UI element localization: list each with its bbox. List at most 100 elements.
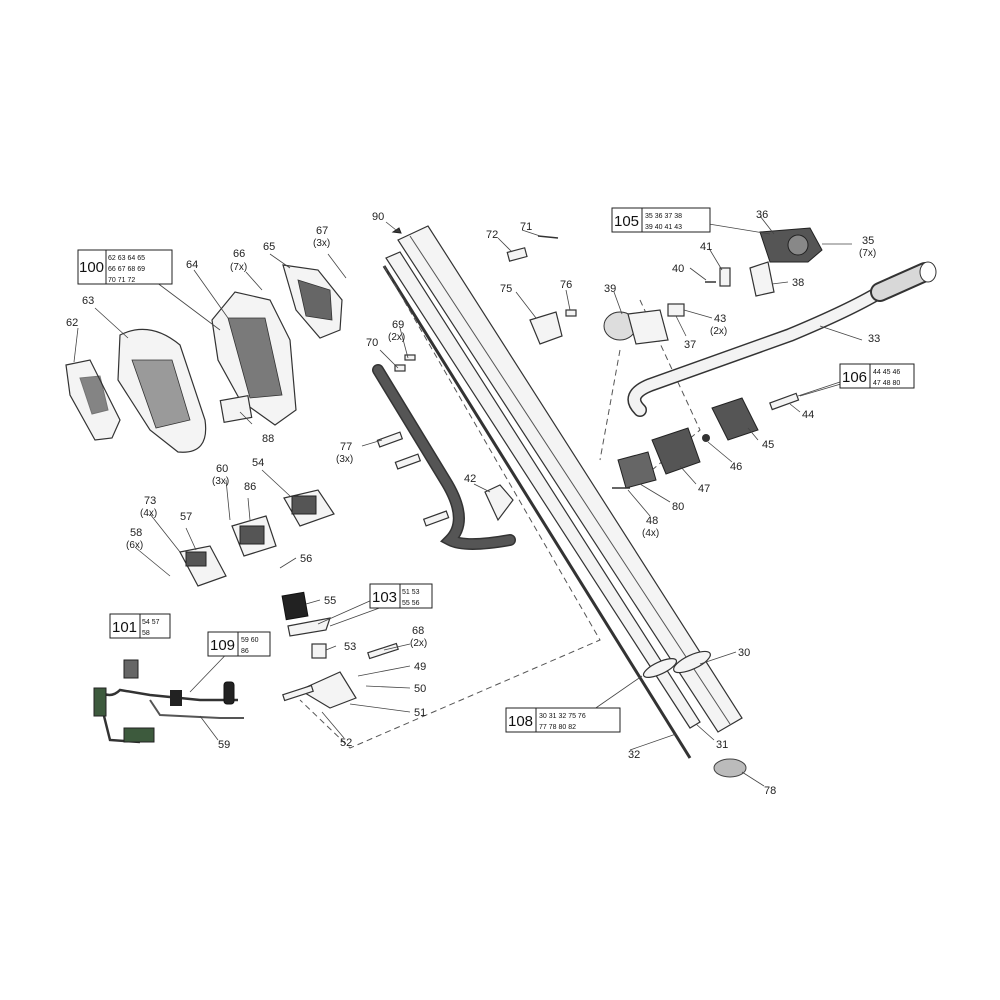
- callout-57: 57: [180, 511, 192, 523]
- callout-53: 53: [344, 641, 356, 653]
- drive-cable: [382, 265, 692, 759]
- callout-58: 58: [130, 527, 142, 539]
- callout-32: 32: [628, 749, 640, 761]
- kit-105-parts-row1: 35 36 37 38: [645, 213, 682, 220]
- shaft-tube: [397, 225, 743, 733]
- wire-harness: [93, 659, 244, 744]
- callout-67: 67: [316, 225, 328, 237]
- kit-108-parts-row1: 30 31 32 75 76: [539, 713, 586, 720]
- callout-60: 60: [216, 463, 228, 475]
- callout-69-qty: (2x): [388, 332, 405, 343]
- callout-63: 63: [82, 295, 94, 307]
- screws: [376, 354, 450, 527]
- main-handle: [627, 261, 937, 417]
- kit-109-parts-row1: 59 60: [241, 637, 259, 644]
- callout-43: 43: [714, 313, 726, 325]
- callout-58-qty: (6x): [126, 540, 143, 551]
- callout-71: 71: [520, 221, 532, 233]
- callout-59: 59: [218, 739, 230, 751]
- callout-68-qty: (2x): [410, 638, 427, 649]
- callout-65: 65: [263, 241, 275, 253]
- callout-72: 72: [486, 229, 498, 241]
- callout-48-qty: (4x): [642, 528, 659, 539]
- callout-67-qty: (3x): [313, 238, 330, 249]
- callout-70: 70: [366, 337, 378, 349]
- callout-90: 90: [372, 211, 384, 223]
- kit-106-parts-row2: 47 48 80: [873, 380, 900, 387]
- callout-44: 44: [802, 409, 814, 421]
- kit-box-109: 109 59 60 86: [207, 631, 271, 657]
- kit-box-101: 101 54 57 58: [109, 613, 171, 639]
- callout-77-qty: (3x): [336, 454, 353, 465]
- callout-73-qty: (4x): [140, 508, 157, 519]
- kit-100-parts-row1: 62 63 64 65: [108, 255, 145, 262]
- callout-69: 69: [392, 319, 404, 331]
- callout-35-qty: (7x): [859, 248, 876, 259]
- kit-103-number: 103: [372, 589, 397, 606]
- handle-clamp: [484, 484, 514, 522]
- kit-box-108: 108 30 31 32 75 76 77 78 80 82: [505, 707, 621, 733]
- kit-106-number: 106: [842, 369, 867, 386]
- kit-box-103: 103 51 53 55 56: [369, 583, 433, 609]
- inner-shaft: [385, 251, 701, 729]
- callout-73: 73: [144, 495, 156, 507]
- callout-48: 48: [646, 515, 658, 527]
- callout-60-qty: (3x): [212, 476, 229, 487]
- washer: [713, 758, 747, 778]
- kit-101-parts-row2: 58: [142, 630, 150, 637]
- callout-37: 37: [684, 339, 696, 351]
- callout-75: 75: [500, 283, 512, 295]
- callout-78: 78: [764, 785, 776, 797]
- kit-106-parts-row1: 44 45 46: [873, 369, 900, 376]
- callout-76: 76: [560, 279, 572, 291]
- kit-103-parts-row1: 51 53: [402, 589, 420, 596]
- callout-56: 56: [300, 553, 312, 565]
- motor-housing: [65, 264, 343, 453]
- callout-36: 36: [756, 209, 768, 221]
- trigger-assembly: [749, 227, 823, 297]
- callout-50: 50: [414, 683, 426, 695]
- handle-clamp-39: [603, 309, 669, 345]
- callout-49: 49: [414, 661, 426, 673]
- kit-108-number: 108: [508, 713, 533, 730]
- kit-101-parts-row1: 54 57: [142, 619, 160, 626]
- kit-108-parts-row2: 77 78 80 82: [539, 724, 576, 731]
- electrical-parts: [179, 489, 399, 709]
- callout-38: 38: [792, 277, 804, 289]
- callout-52: 52: [340, 737, 352, 749]
- kit-103-parts-row2: 55 56: [402, 600, 420, 607]
- kit-box-100: 100 62 63 64 65 66 67 68 69 70 71 72: [77, 249, 173, 285]
- kit-100-number: 100: [79, 259, 104, 276]
- callout-66: 66: [233, 248, 245, 260]
- callout-46: 46: [730, 461, 742, 473]
- callout-88: 88: [262, 433, 274, 445]
- kit-101-number: 101: [112, 619, 137, 636]
- callout-35: 35: [862, 235, 874, 247]
- loop-handle: [372, 364, 516, 550]
- callout-33: 33: [868, 333, 880, 345]
- callout-labels: 90 71 72 76 75 65 66 (7x) 67 (3x) 64 63 …: [66, 209, 880, 797]
- callout-39: 39: [604, 283, 616, 295]
- callout-80: 80: [672, 501, 684, 513]
- callout-43-qty: (2x): [710, 326, 727, 337]
- callout-41: 41: [700, 241, 712, 253]
- kit-100-parts-row3: 70 71 72: [108, 277, 135, 284]
- kit-100-parts-row2: 66 67 68 69: [108, 266, 145, 273]
- kit-105-parts-row2: 39 40 41 43: [645, 224, 682, 231]
- callout-62: 62: [66, 317, 78, 329]
- callout-77: 77: [340, 441, 352, 453]
- callout-64: 64: [186, 259, 198, 271]
- callout-45: 45: [762, 439, 774, 451]
- callout-42: 42: [464, 473, 476, 485]
- callout-55: 55: [324, 595, 336, 607]
- shaft-fasteners: [506, 235, 577, 345]
- callout-47: 47: [698, 483, 710, 495]
- callout-30: 30: [738, 647, 750, 659]
- kit-109-parts-row2: 86: [241, 648, 249, 655]
- kit-105-number: 105: [614, 213, 639, 230]
- callout-51: 51: [414, 707, 426, 719]
- kit-box-106: 106 44 45 46 47 48 80: [839, 363, 915, 389]
- callout-54: 54: [252, 457, 264, 469]
- kit-109-number: 109: [210, 637, 235, 654]
- shaft-assembly: [382, 225, 747, 778]
